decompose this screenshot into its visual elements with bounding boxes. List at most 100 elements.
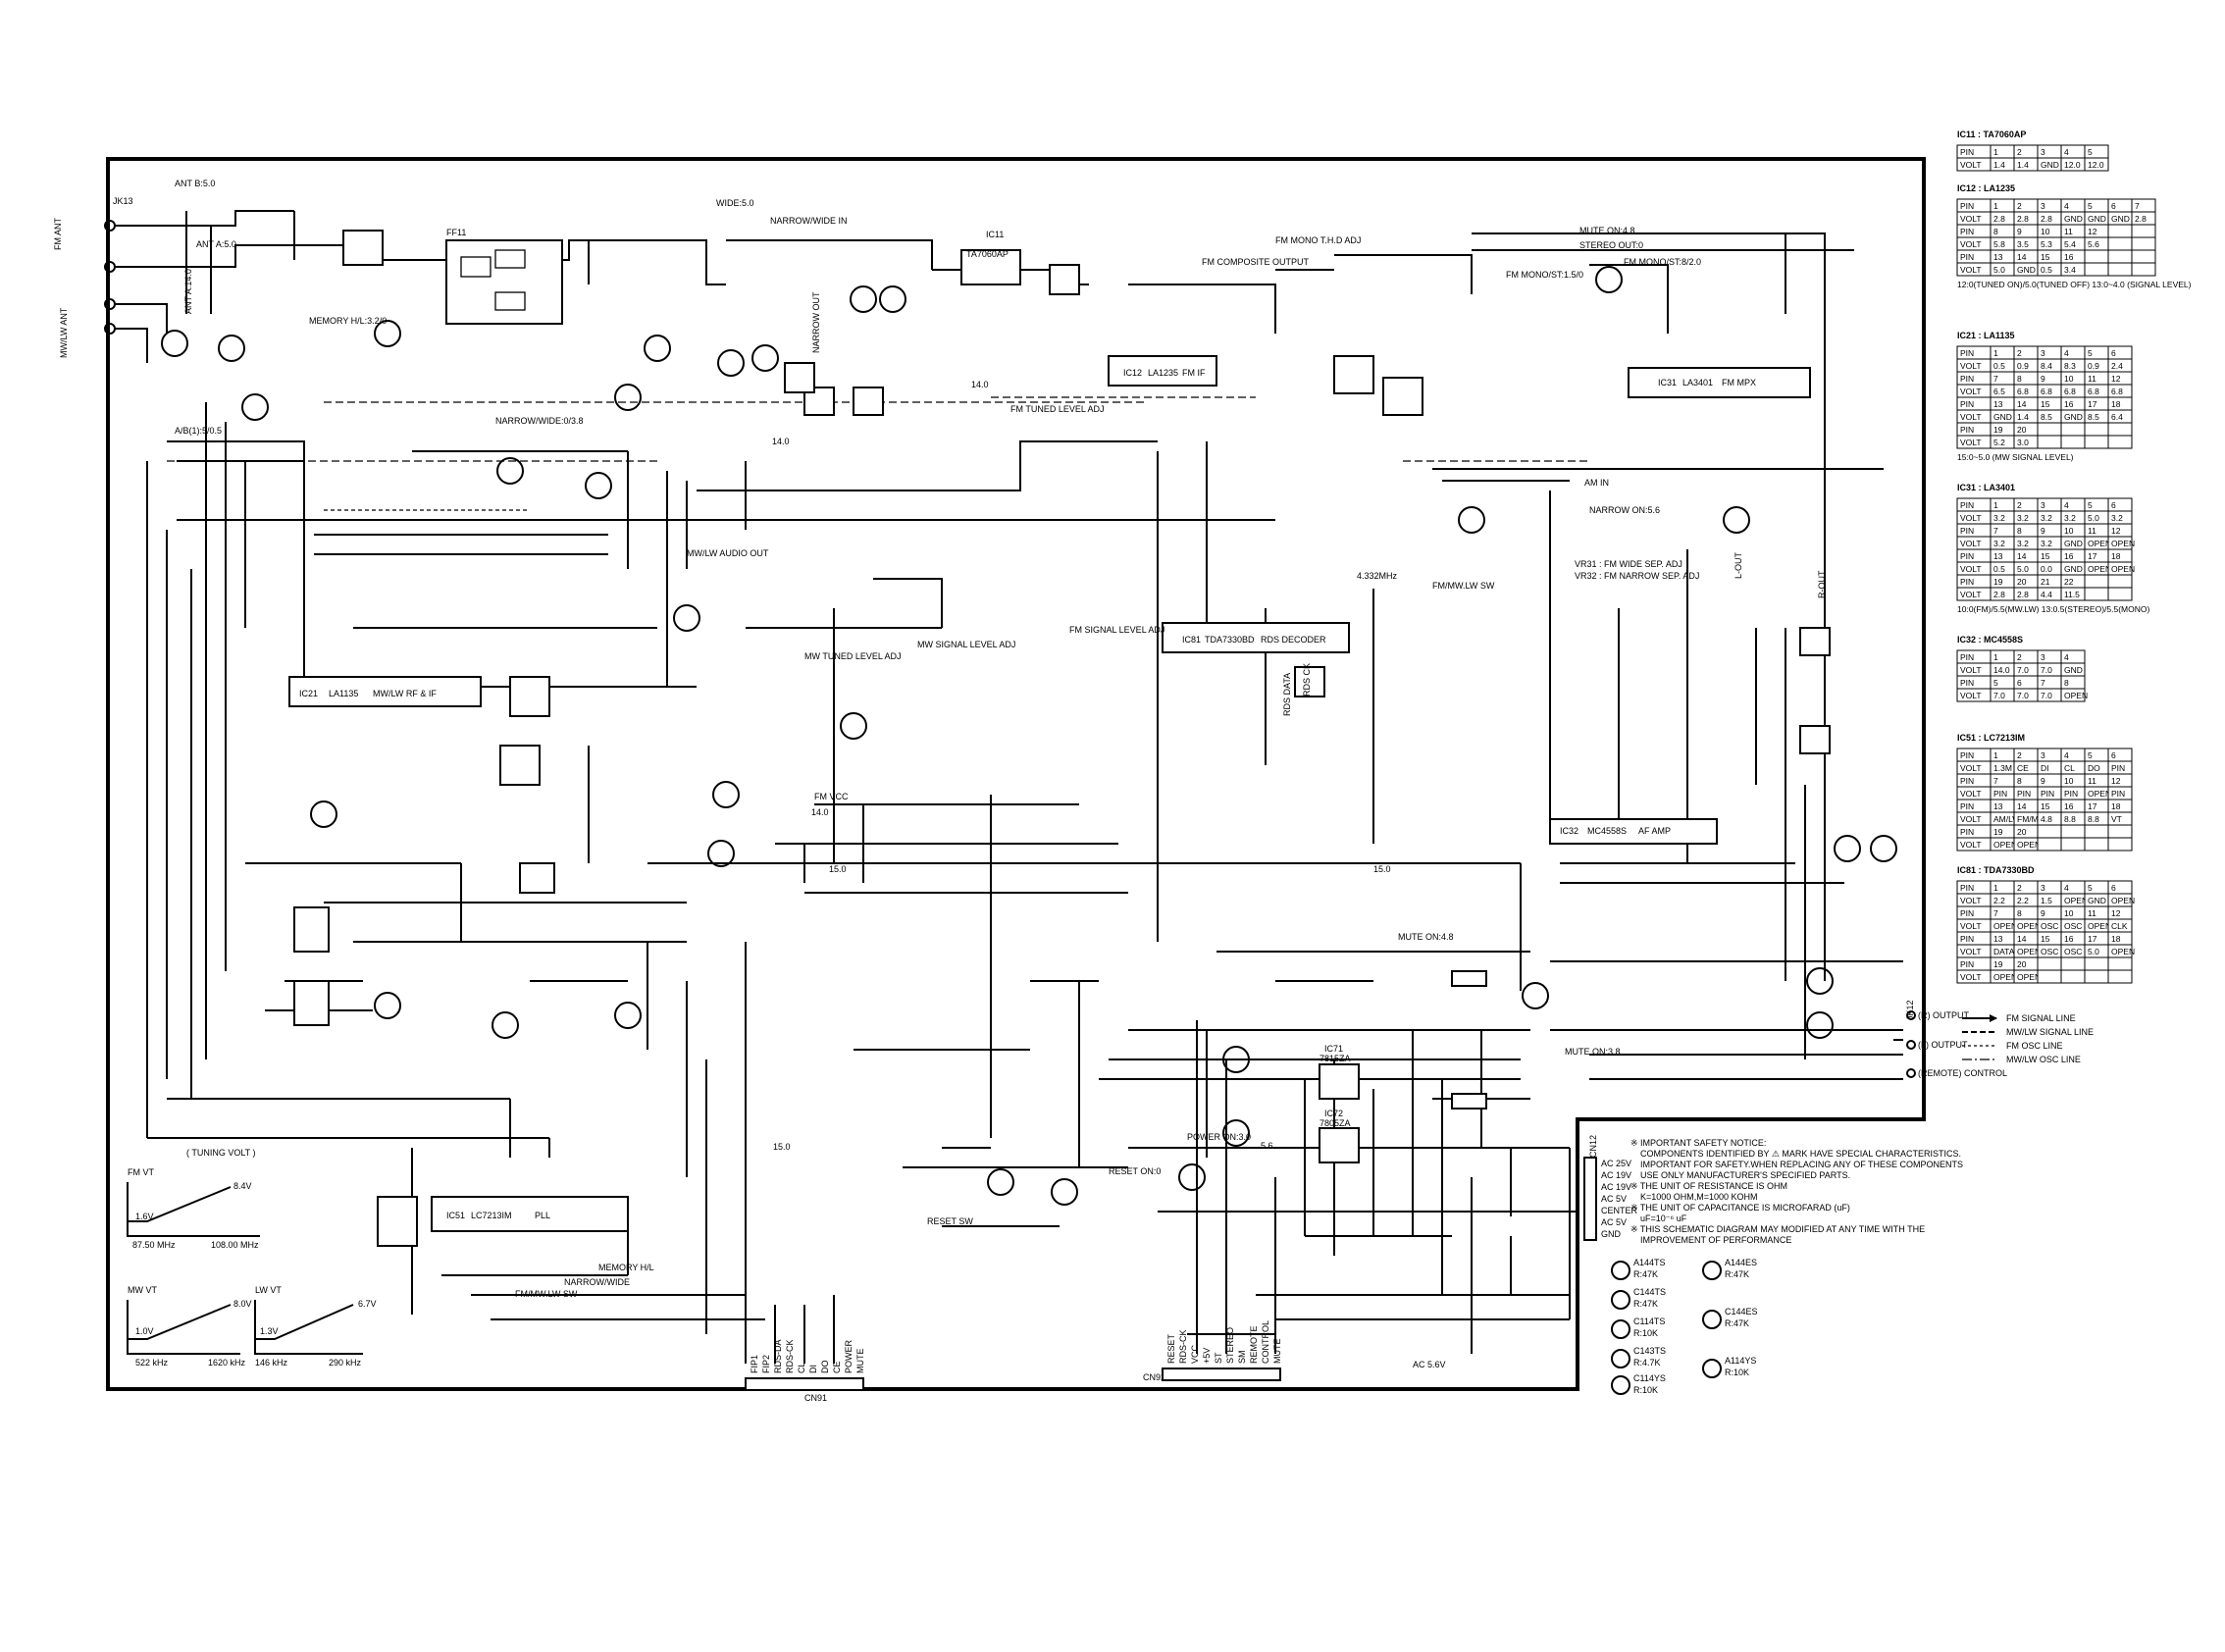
volt-table-value: 12.0 (2088, 160, 2104, 170)
volt-table-value: 7.0 (2041, 691, 2052, 700)
volt-table-value: 0.0 (2041, 564, 2052, 574)
note-5: ※ THE UNIT OF RESISTANCE IS OHM (1630, 1181, 1787, 1191)
volt-table-value: VOLT (1960, 539, 1982, 548)
tr-legend-3-name: C114TS (1633, 1316, 1665, 1326)
tr-legend-5-name: C114YS (1633, 1373, 1666, 1383)
volt-table-value: 6 (2111, 348, 2116, 358)
volt-table-title: IC81 : TDA7330BD (1957, 865, 2035, 875)
ic51-func: PLL (535, 1211, 550, 1220)
volt-table-value: OPEN (2017, 840, 2041, 850)
volt-table-value: 8 (2064, 678, 2069, 688)
volt-table-value: PIN (1960, 827, 1974, 837)
volt-table-value: 6 (2111, 201, 2116, 211)
volt-table-value: 20 (2017, 827, 2027, 837)
volt-table-value: VOLT (1960, 513, 1982, 523)
volt-table-value: OSC (2064, 921, 2082, 931)
ic11-part: TA7060AP (966, 249, 1009, 259)
ic31-ref: IC31 (1658, 378, 1677, 387)
graph-lw-vlow: 1.3V (260, 1326, 279, 1336)
volt-table-value: VOLT (1960, 921, 1982, 931)
volt-table-value: 3.2 (2017, 539, 2029, 548)
note-9: ※ THIS SCHEMATIC DIAGRAM MAY MODIFIED AT… (1630, 1224, 1925, 1234)
ic81-func: RDS DECODER (1261, 635, 1326, 645)
volt-table-note: 15:0~5.0 (MW SIGNAL LEVEL) (1957, 452, 2074, 462)
label-vr32: VR32 : FM NARROW SEP. ADJ (1575, 571, 1699, 581)
cn12-pin-5: CENTER (1601, 1206, 1638, 1215)
volt-table-value: VOLT (1960, 160, 1982, 170)
volt-table-value: VOLT (1960, 789, 1982, 799)
ic32-func: AF AMP (1638, 826, 1671, 836)
legend-fm-signal: FM SIGNAL LINE (2006, 1013, 2076, 1023)
volt-table-value: 14 (2017, 252, 2027, 262)
volt-table-value: PIN (2064, 789, 2078, 799)
cn91-pin-7: DO (820, 1361, 830, 1374)
volt-table-value: 12 (2111, 526, 2121, 536)
volt-table-value: PIN (1960, 776, 1974, 786)
volt-table-value: 10 (2064, 526, 2074, 536)
volt-table-value: 13 (1993, 551, 2003, 561)
label-fm-composite: FM COMPOSITE OUTPUT (1202, 257, 1310, 267)
label-fm-mwlw-sw: FM/MW.LW SW (1432, 581, 1495, 591)
volt-table-value: PIN (1960, 577, 1974, 587)
volt-table-cell (2084, 574, 2109, 589)
volt-table-value: 1 (1993, 652, 1998, 662)
volt-table-value: PIN (1960, 399, 1974, 409)
volt-table-value: 18 (2111, 399, 2121, 409)
volt-table-value: 3 (2041, 201, 2045, 211)
ic11-ref: IC11 (986, 230, 1004, 239)
ic-blocks: FF11 IC11 TA7060AP IC12 LA1235 FM IF IC3… (288, 228, 1831, 1247)
volt-table-value: VOLT (1960, 691, 1982, 700)
volt-table-value: 14.0 (1993, 665, 2010, 675)
volt-table-value: 9 (2041, 776, 2045, 786)
volt-table-cell (2060, 969, 2086, 984)
connector-cn92: RESET RDS-CK VCC +5V ST STEREO SM REMOTE… (1162, 1320, 1282, 1381)
volt-table-title: IC51 : LC7213IM (1957, 733, 2025, 743)
cn92-pin-5: ST (1214, 1352, 1223, 1364)
tr-legend-4-name: C143TS (1633, 1346, 1666, 1356)
label-15v-a: 15.0 (829, 864, 847, 874)
label-stereo-out: STEREO OUT:0 (1579, 240, 1643, 250)
volt-table-value: PIN (1960, 652, 1974, 662)
volt-table-value: PIN (1960, 908, 1974, 918)
volt-table-value: 5.8 (1993, 239, 2005, 249)
volt-table-value: 8 (1993, 227, 1998, 236)
label-15v-c: 15.0 (773, 1142, 791, 1152)
graph-mw-flow: 522 kHz (135, 1358, 169, 1368)
label-reset-on: RESET ON:0 (1109, 1166, 1161, 1176)
volt-table-value: VOLT (1960, 214, 1982, 224)
volt-table-value: GND (2041, 160, 2059, 170)
label-mw-tuned: MW TUNED LEVEL ADJ (804, 651, 902, 661)
volt-table-value: 5 (1993, 678, 1998, 688)
volt-table-value: 6.8 (2041, 387, 2052, 396)
label-ant-b: ANT B:5.0 (175, 179, 215, 188)
volt-table-cell (2107, 224, 2133, 238)
label-fm-mono-thd: FM MONO T.H.D ADJ (1275, 235, 1361, 245)
volt-table-value: 2.2 (1993, 896, 2005, 905)
cn91-pin-2: FIP2 (761, 1355, 771, 1373)
volt-table-cell (2107, 574, 2133, 589)
cn12-pin-3: AC 19V (1601, 1182, 1631, 1192)
volt-table-value: 1.4 (2017, 412, 2029, 422)
cn12-pin-1: AC 25V (1601, 1159, 1631, 1168)
volt-table-cell (2060, 688, 2086, 702)
volt-table-value: 4.8 (2041, 814, 2052, 824)
tr-legend-7-name: C144ES (1725, 1307, 1758, 1316)
volt-table-value: PIN (1960, 147, 1974, 157)
volt-table-value: 21 (2041, 577, 2050, 587)
cn92-pin-3: VCC (1190, 1344, 1200, 1364)
cn12-pin-6: AC 5V (1601, 1217, 1627, 1227)
volt-table-value: 3 (2041, 348, 2045, 358)
volt-table-cell (2060, 837, 2086, 852)
volt-table-value: 2 (2017, 750, 2022, 760)
volt-table-value: 6 (2111, 750, 2116, 760)
volt-table-value: 5.2 (1993, 438, 2005, 447)
volt-table-value: 19 (1993, 827, 2003, 837)
label-vr31: VR31 : FM WIDE SEP. ADJ (1575, 559, 1682, 569)
ff11-label: FF11 (446, 228, 466, 237)
label-fm-mwlw-sw-2: FM/MW.LW SW (515, 1289, 578, 1299)
volt-table-value: 3.5 (2017, 239, 2029, 249)
volt-table-value: 4 (2064, 750, 2069, 760)
volt-table-value: PIN (1960, 750, 1974, 760)
volt-table-value: PIN (1993, 789, 2007, 799)
